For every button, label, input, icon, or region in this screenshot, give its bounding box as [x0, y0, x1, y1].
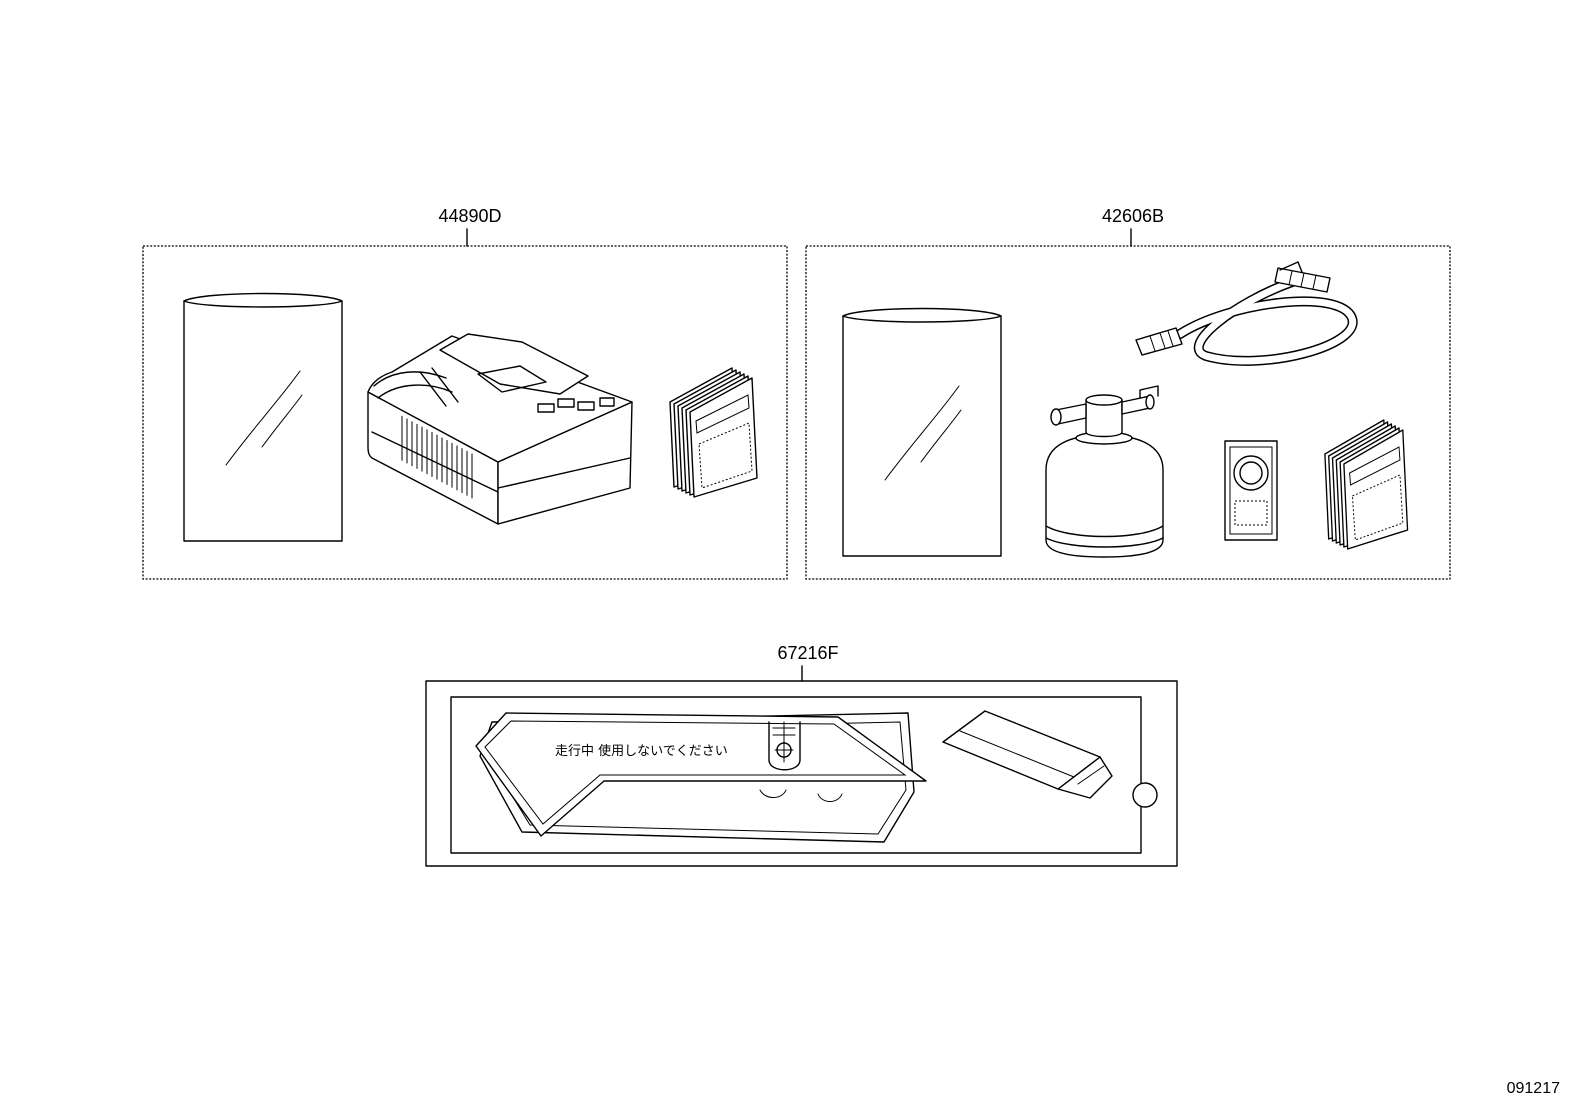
power-cord [377, 384, 453, 399]
compressor-vents [401, 415, 473, 499]
sticker-crosshair [772, 721, 796, 763]
power-cord [419, 367, 459, 407]
sheet-front-panel [942, 710, 1101, 790]
bottle-band [1045, 537, 1164, 548]
valve-nozzle [1145, 394, 1155, 410]
callout-44890d[interactable]: 44890D [438, 206, 501, 226]
warning-sticker: 走行中 使用しないでください [475, 712, 927, 837]
kit-group-44890d: 44890D [142, 206, 788, 580]
card-circle-inner [1239, 461, 1263, 485]
valve-tab [1139, 385, 1159, 399]
sheet-fold-line [959, 730, 1075, 778]
bottle-body [1045, 434, 1164, 558]
card-text-area [1234, 500, 1268, 526]
folded-instruction-sheet [942, 710, 1113, 799]
compressor-cover [439, 333, 589, 395]
instruction-booklet [1324, 419, 1409, 550]
power-cord [373, 371, 447, 387]
kit-frame [142, 245, 788, 580]
connector-ridges [1149, 330, 1174, 352]
card-circle [1233, 455, 1269, 491]
kit-frame [425, 680, 1178, 867]
kit-group-42606b: 42606B [805, 206, 1451, 580]
storage-bag [183, 292, 343, 542]
compressor-button [557, 398, 575, 408]
kit-inner-frame [450, 696, 1142, 854]
air-hose [1135, 261, 1358, 366]
compressor-window [477, 365, 547, 393]
bottle-band [1045, 525, 1164, 538]
valve-nozzle [1050, 408, 1062, 426]
card-inner-border [1229, 446, 1273, 535]
instruction-booklet [669, 367, 758, 498]
bottle-cap-top [1085, 394, 1123, 406]
sticker-warning-text: 走行中 使用しないでください [555, 743, 728, 759]
storage-bag [842, 307, 1002, 557]
callout-67216f[interactable]: 67216F [777, 643, 838, 663]
hose-connector-left [1135, 327, 1183, 356]
sticker-inner-edge [484, 720, 907, 825]
speed-limit-card [1224, 440, 1278, 541]
tire-inflator-compressor [367, 333, 633, 525]
sheet-fold-line [1077, 765, 1105, 785]
compressor-button [537, 403, 555, 413]
compressor-seam [371, 431, 499, 493]
callout-42606b[interactable]: 42606B [1102, 206, 1164, 226]
tray-detail [759, 789, 843, 802]
hanger-hole [1132, 782, 1158, 808]
bottle-cap [1085, 399, 1123, 438]
connector-ridges [1288, 270, 1317, 290]
compressor-button [599, 397, 615, 407]
tire-sealant-bottle [1045, 385, 1164, 558]
sticker-hook-graphic [768, 721, 801, 771]
kit-frame [805, 245, 1451, 580]
connector-tab [1279, 261, 1303, 273]
illustration-number: 091217 [1507, 1080, 1560, 1097]
compressor-seam [497, 457, 631, 489]
compressor-left-face [367, 391, 499, 525]
hose-tube [1176, 278, 1357, 365]
kit-group-67216f: 67216F 走行中 使用しないでください [425, 643, 1178, 867]
compressor-button [577, 401, 595, 411]
